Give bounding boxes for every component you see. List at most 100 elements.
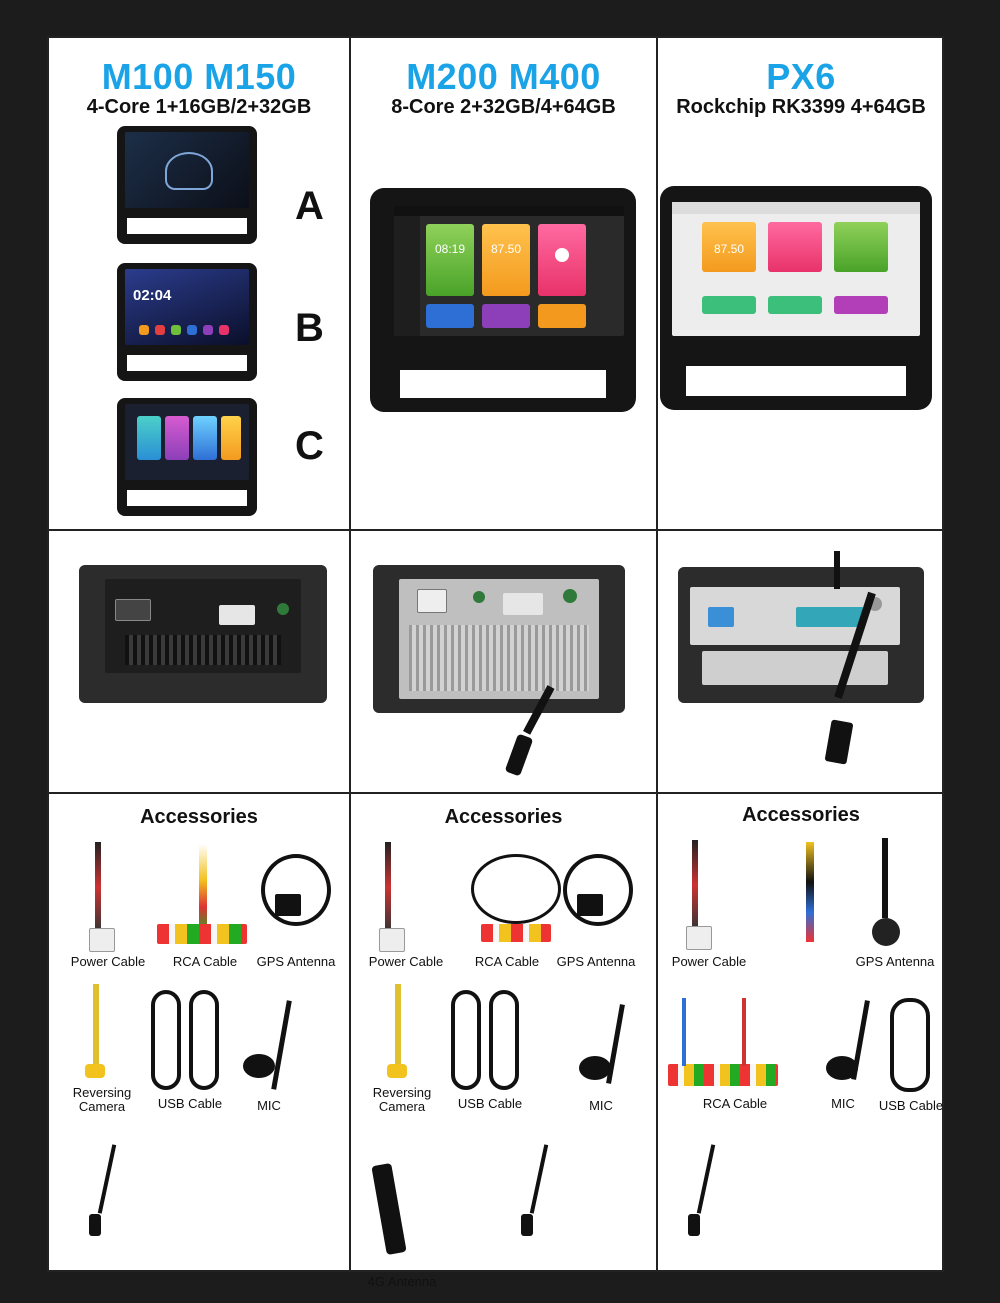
app-tile [221,416,241,460]
clock-text: 02:04 [133,287,172,304]
back-view-m200-m400 [351,531,656,792]
extension-cable-plug [521,1214,533,1236]
stereo-screen: 87.50 [672,202,920,336]
accessory-label: MIC [589,1098,613,1113]
accessories-title: Accessories [444,806,563,828]
extension-cable-plug [688,1214,700,1236]
accessory-label: GPS Antenna [256,954,336,969]
radio-frequency: 87.50 [490,242,522,256]
rear-panel [79,565,327,703]
stereo-screen: 02:04 [125,269,249,345]
vent-grille [125,635,281,665]
accessories-px6: Accessories Power Cable GPS Antenna RCA … [658,794,944,1272]
accessories-m100-m150: Accessories Power Cable RCA Cable GPS An… [49,794,349,1272]
accessories-title: Accessories [140,806,258,828]
back-view-m100-m150 [49,531,349,792]
music-icon [555,248,569,262]
column-divider [349,38,351,1270]
4g-antenna-icon [371,1162,407,1256]
wifi-antenna [834,551,840,589]
accessory-label: Power Cable [70,954,146,969]
accessory-label: RCA Cable [474,954,540,969]
rca-plugs [481,924,551,942]
cable-plug [504,733,534,777]
rca-cable-icon [199,844,207,934]
stereo-unit: 87.50 [660,186,932,410]
extension-cable-plug [89,1214,101,1236]
rca-cable-icon [682,998,686,1066]
connector [796,607,864,627]
accessory-label: Power Cable [671,954,747,969]
antenna-port [563,589,577,603]
radio-tile: 87.50 [702,222,756,272]
connector [417,589,447,613]
app-tile [193,416,217,460]
file-tile [538,304,586,328]
usb-cable-icon [890,998,930,1092]
extension-cable-icon [529,1144,549,1214]
usb-cable-icon [189,990,219,1090]
cable-plug [824,719,854,765]
gps-antenna-icon [563,854,633,926]
app-icon [187,325,197,335]
extension-cable-icon [97,1144,117,1214]
accessory-label: Power Cable [368,954,444,969]
radio-frequency: 87.50 [713,242,745,256]
antenna-port [277,603,289,615]
gps-antenna-puck [872,918,900,946]
video-tile [482,304,530,328]
variant-label-c: C [295,424,324,468]
connector [708,607,734,627]
power-cable-icon [385,842,391,932]
model-cell-m200-m400: M200 M400 8-Core 2+32GB/4+64GB 08:19 87.… [351,38,656,529]
variant-label-a: A [295,184,324,228]
stereo-bottom-slot [400,370,606,398]
harness-cable-icon [806,842,814,942]
rca-plugs [668,1064,778,1086]
stereo-unit-variant-c [117,398,257,516]
power-cable-plug [379,928,405,952]
connector [219,605,255,625]
accessory-label: 4G Antenna [367,1274,437,1289]
connector [503,593,543,615]
stereo-screen: 08:19 87.50 [394,206,624,336]
navigation-tile [702,296,756,314]
model-spec: Rockchip RK3399 4+64GB [676,96,926,118]
variant-label-b: B [295,306,324,350]
video-tile [834,296,888,314]
usb-cable-icon [451,990,481,1090]
power-cable-plug [89,928,115,952]
app-icon [155,325,165,335]
settings-tile [768,296,822,314]
connector [115,599,151,621]
rca-plugs [157,924,247,944]
clock-text: 08:19 [434,242,466,256]
rca-cable-icon [742,998,746,1066]
mic-cable [271,1000,292,1090]
accessory-label: MIC [257,1098,281,1113]
usb-cable-icon [151,990,181,1090]
model-cell-m100-m150: M100 M150 4-Core 1+16GB/2+32GB A 02:04 B [49,38,349,529]
row-divider [49,529,942,531]
radio-tile: 87.50 [482,224,530,296]
model-title: M100 M150 [101,56,297,97]
status-bar [394,206,624,216]
gps-antenna-icon [261,854,331,926]
back-view-px6 [658,531,944,792]
mic-icon [243,1054,275,1078]
accessory-label: GPS Antenna [556,954,636,969]
accessory-label: USB Cable [157,1096,223,1111]
accessories-m200-m400: Accessories Power Cable RCA Cable GPS An… [351,794,656,1289]
stereo-screen [125,132,249,208]
gps-antenna-puck [275,894,301,916]
reversing-camera-cable-icon [93,984,99,1074]
model-cell-px6: PX6 Rockchip RK3399 4+64GB 87.50 [658,38,944,529]
accessories-title: Accessories [742,804,860,826]
mic-cable [606,1004,625,1084]
antenna-port [473,591,485,603]
row-divider [49,792,942,794]
app-icon [203,325,213,335]
reversing-camera-plug [85,1064,105,1078]
app-tile [137,416,161,460]
app-tile [165,416,189,460]
